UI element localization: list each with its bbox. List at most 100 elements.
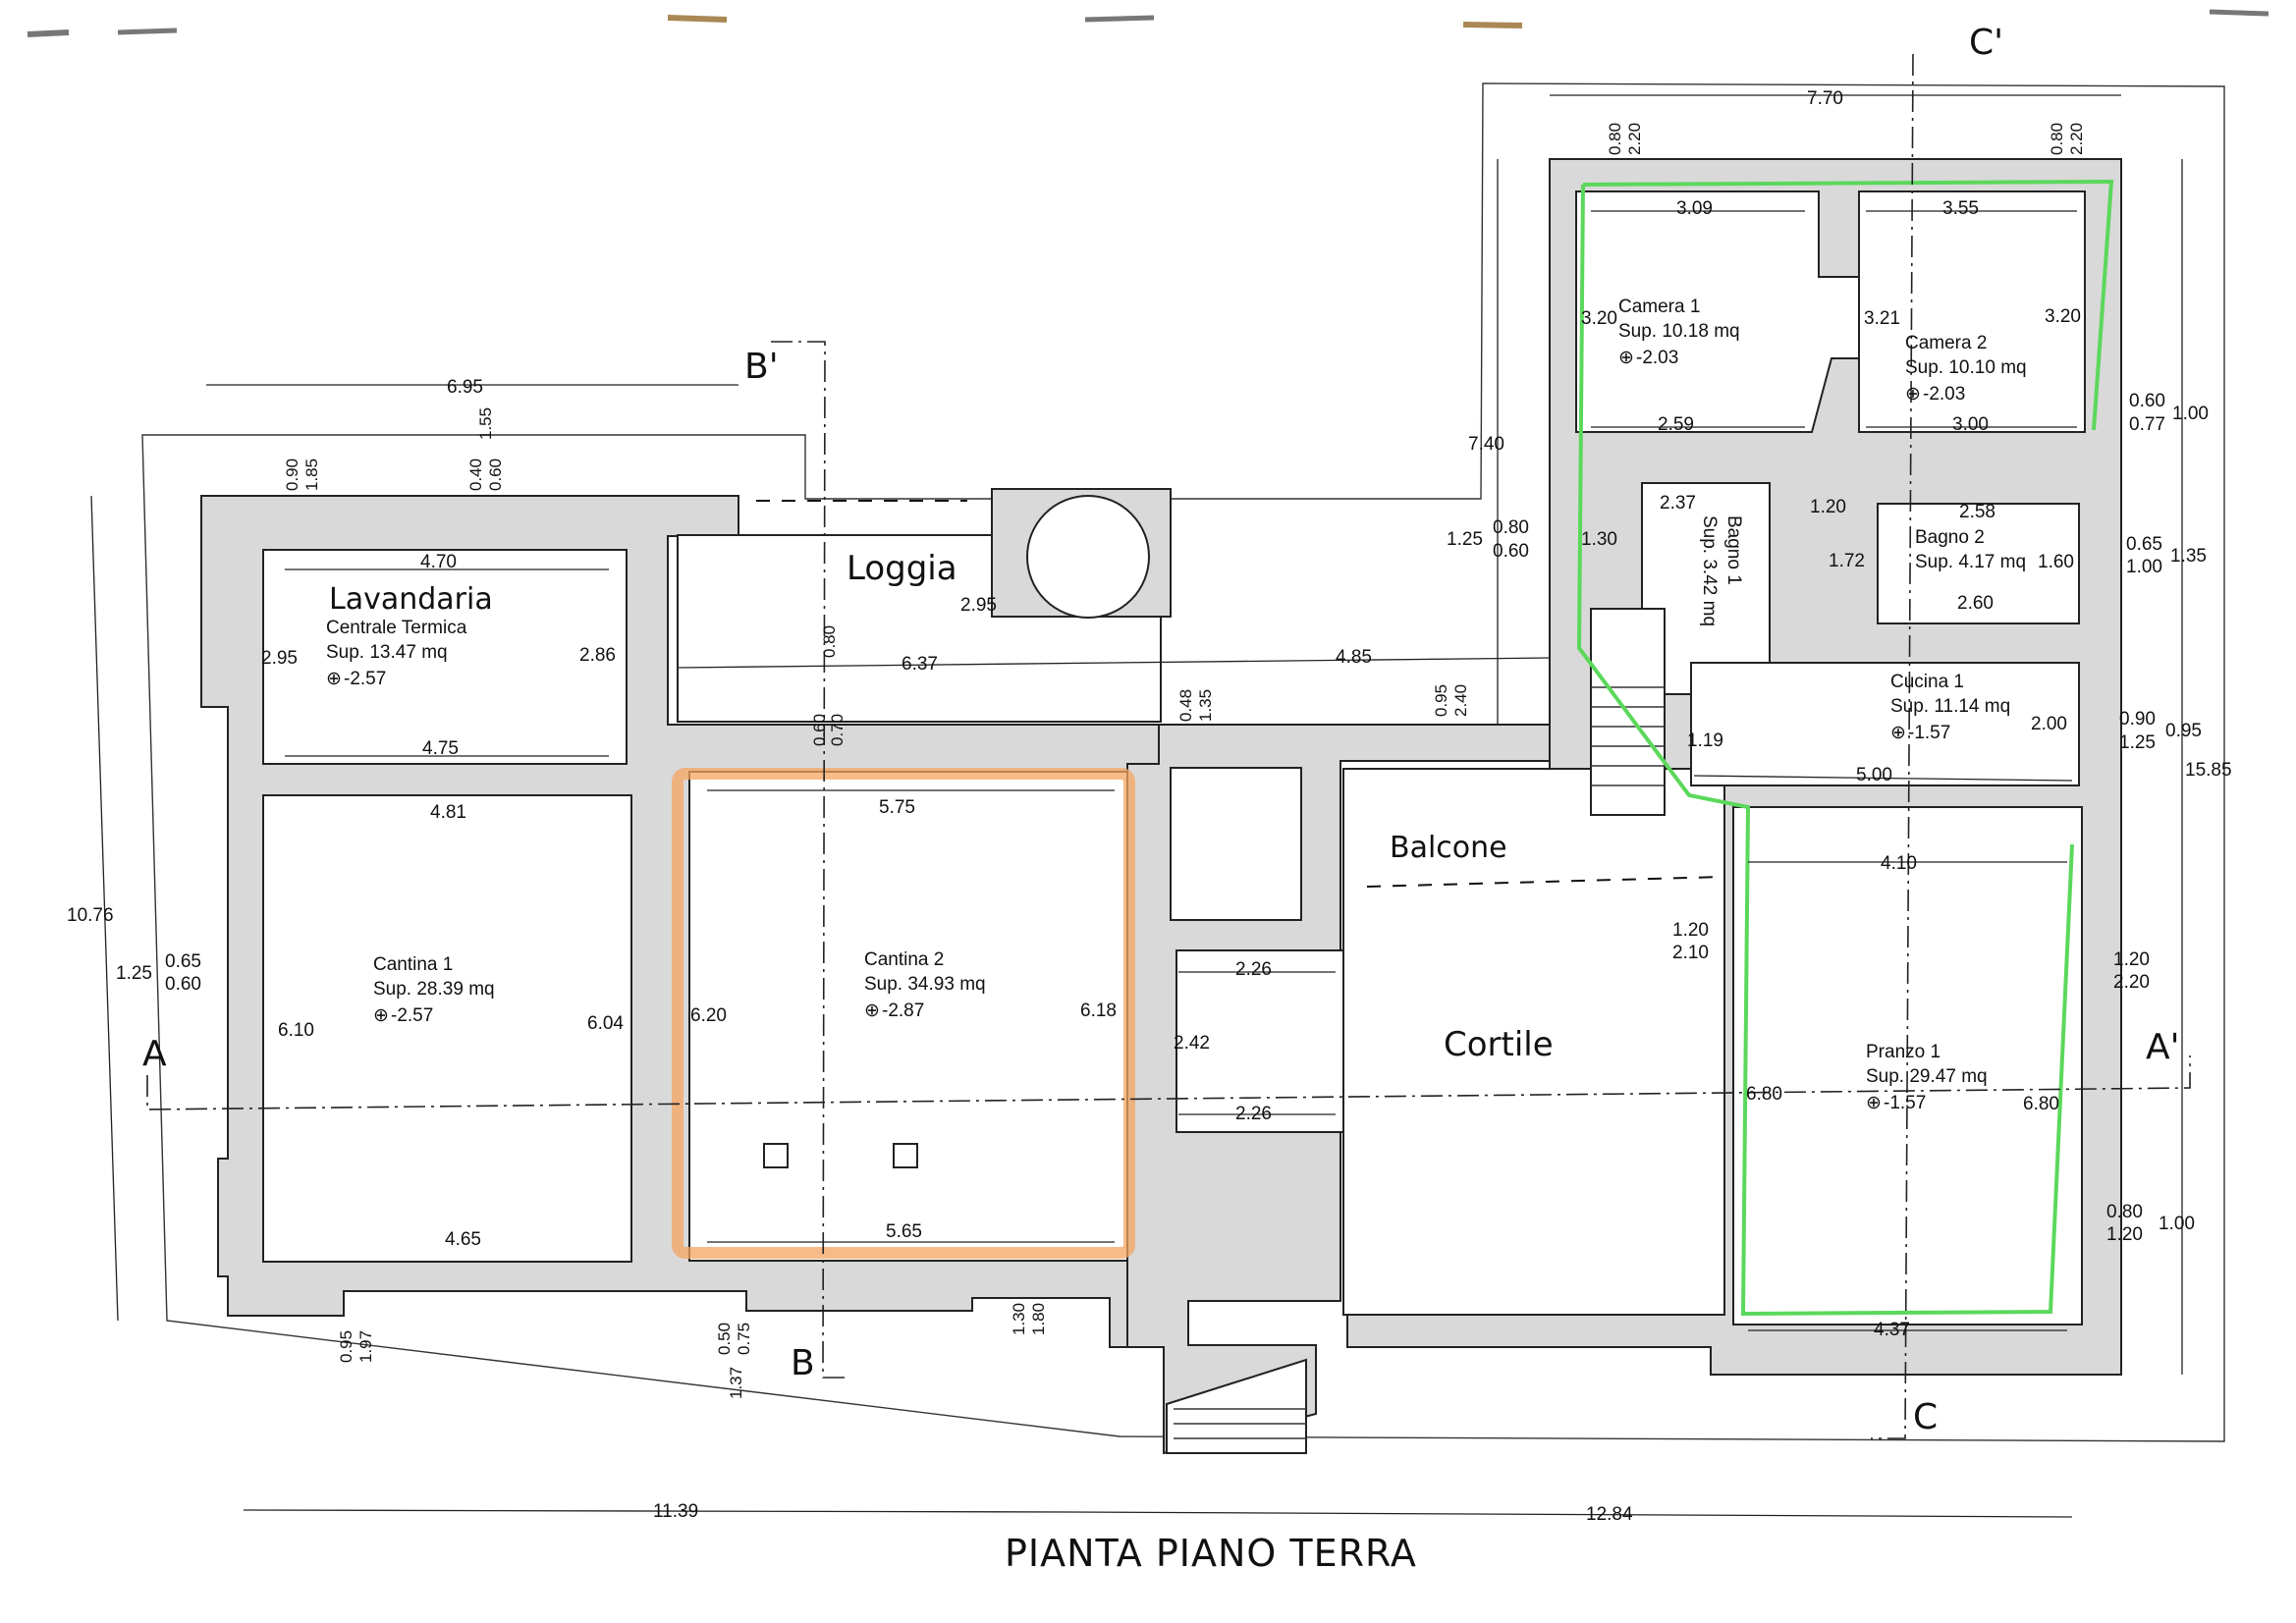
svg-text:0.60: 0.60 (165, 974, 201, 995)
dimension-labels: 6.95 10.76 11.39 12.84 7.70 7.40 15.85 4… (67, 88, 2232, 1525)
svg-text:1.20: 1.20 (2106, 1224, 2143, 1245)
plan-title: PIANTA PIANO TERRA (1005, 1532, 1417, 1575)
svg-text:1.00: 1.00 (2159, 1214, 2195, 1234)
svg-text:0.90: 0.90 (283, 459, 301, 491)
svg-text:0.80: 0.80 (1606, 123, 1624, 155)
room-area-camera-2: Sup. 10.10 mq (1905, 357, 2027, 378)
label-loggia: Loggia (847, 549, 957, 588)
svg-text:2.10: 2.10 (1672, 943, 1709, 963)
cantina-2-highlight (672, 768, 1135, 1259)
label-balcone: Balcone (1390, 831, 1507, 865)
svg-text:0.60: 0.60 (1493, 541, 1529, 562)
svg-text:10.76: 10.76 (67, 905, 114, 926)
well-icon (1026, 495, 1150, 619)
room-area-cucina-1: Sup. 11.14 mq (1890, 696, 2010, 717)
room-level-camera-1: -2.03 (1636, 348, 1678, 368)
svg-text:6.18: 6.18 (1080, 1001, 1117, 1021)
svg-text:1.85: 1.85 (302, 459, 321, 491)
svg-text:3.20: 3.20 (2045, 306, 2081, 327)
room-level-cantina-2: -2.87 (882, 1001, 924, 1021)
svg-text:2.20: 2.20 (2067, 123, 2086, 155)
svg-text:5.00: 5.00 (1856, 765, 1892, 785)
svg-text:1.25: 1.25 (1447, 529, 1483, 550)
svg-text:2.20: 2.20 (1625, 123, 1644, 155)
svg-text:2.37: 2.37 (1660, 493, 1696, 514)
svg-text:1.00: 1.00 (2172, 404, 2209, 424)
stair-treads (1591, 686, 1665, 786)
level-marker-icon: ⊕ (1618, 348, 1634, 368)
svg-text:2.20: 2.20 (2113, 972, 2150, 993)
pillar (893, 1143, 918, 1168)
svg-text:2.40: 2.40 (1451, 684, 1470, 717)
svg-text:1.37: 1.37 (727, 1367, 745, 1399)
section-marker-a: A (142, 1034, 167, 1074)
room-area-bagno-2: Sup. 4.17 mq (1915, 552, 2026, 572)
svg-text:4.75: 4.75 (422, 738, 459, 759)
section-marker-c: C (1913, 1397, 1938, 1437)
svg-text:4.10: 4.10 (1881, 853, 1917, 874)
section-marker-b: B (791, 1343, 815, 1383)
svg-text:1.97: 1.97 (356, 1330, 375, 1363)
exterior-stair-treads (1174, 1408, 1306, 1439)
svg-text:0.80: 0.80 (2048, 123, 2066, 155)
svg-text:1.55: 1.55 (476, 407, 495, 440)
level-marker-icon: ⊕ (326, 669, 342, 689)
svg-text:3.20: 3.20 (1581, 308, 1617, 329)
svg-text:0.50: 0.50 (715, 1323, 734, 1355)
level-marker-icon: ⊕ (1866, 1093, 1882, 1113)
room-bagno-2 (1877, 503, 2080, 624)
svg-text:1.00: 1.00 (2126, 557, 2162, 577)
level-marker-icon: ⊕ (864, 1001, 880, 1021)
svg-text:2.59: 2.59 (1658, 414, 1694, 435)
room-name-pranzo-1: Pranzo 1 (1866, 1042, 1941, 1062)
svg-text:3.21: 3.21 (1864, 308, 1900, 329)
svg-text:0.95: 0.95 (337, 1330, 355, 1363)
level-marker-icon: ⊕ (1905, 384, 1921, 405)
svg-text:6.10: 6.10 (278, 1020, 314, 1041)
room-area-bagno-1: Sup. 3.42 mq (1699, 515, 1720, 626)
svg-text:0.80: 0.80 (2106, 1202, 2143, 1222)
svg-text:0.48: 0.48 (1176, 689, 1195, 722)
svg-text:0.80: 0.80 (820, 625, 839, 658)
svg-text:2.60: 2.60 (1957, 593, 1994, 614)
svg-text:3.00: 3.00 (1952, 414, 1989, 435)
svg-text:1.30: 1.30 (1581, 529, 1617, 550)
property-outline (141, 82, 2225, 1442)
svg-text:0.75: 0.75 (735, 1323, 753, 1355)
svg-text:1.20: 1.20 (2113, 949, 2150, 970)
svg-text:1.25: 1.25 (116, 963, 152, 984)
svg-text:2.86: 2.86 (579, 645, 616, 666)
svg-text:1.80: 1.80 (1029, 1303, 1048, 1335)
svg-text:0.95: 0.95 (2165, 721, 2202, 741)
svg-text:7.40: 7.40 (1468, 434, 1504, 455)
room-level-cucina-1: -1.57 (1908, 723, 1950, 743)
svg-text:6.95: 6.95 (447, 377, 483, 398)
svg-text:4.85: 4.85 (1336, 647, 1372, 668)
balcone-edge (1366, 876, 1724, 888)
svg-text:1.19: 1.19 (1687, 730, 1723, 751)
room-name-cucina-1: Cucina 1 (1890, 672, 1964, 692)
east-rooms-highlight (1576, 179, 2114, 1317)
room-cucina-1 (1690, 662, 2080, 786)
svg-text:6.37: 6.37 (902, 654, 938, 675)
svg-text:1.35: 1.35 (1196, 689, 1215, 722)
dimension-lines (90, 94, 2183, 1518)
svg-text:0.60: 0.60 (2129, 391, 2165, 411)
label-cortile: Cortile (1444, 1025, 1554, 1064)
svg-text:5.75: 5.75 (879, 797, 915, 818)
room-name-bagno-2: Bagno 2 (1915, 527, 1985, 548)
room-level-cantina-1: -2.57 (391, 1005, 433, 1026)
svg-text:0.40: 0.40 (466, 459, 485, 491)
svg-text:0.95: 0.95 (1432, 684, 1450, 717)
exterior-stair (1166, 1358, 1307, 1454)
svg-text:2.95: 2.95 (261, 648, 298, 669)
svg-text:0.65: 0.65 (2126, 534, 2162, 555)
room-area-lavandaria: Sup. 13.47 mq (326, 642, 448, 663)
section-axes (146, 53, 2191, 1439)
central-small-room (1170, 767, 1302, 921)
room-name-bagno-1: Bagno 1 (1723, 515, 1744, 585)
room-name-cantina-1: Cantina 1 (373, 954, 453, 975)
svg-text:4.70: 4.70 (420, 552, 457, 572)
room-area-cantina-1: Sup. 28.39 mq (373, 979, 495, 1000)
room-level-camera-2: -2.03 (1923, 384, 1965, 405)
